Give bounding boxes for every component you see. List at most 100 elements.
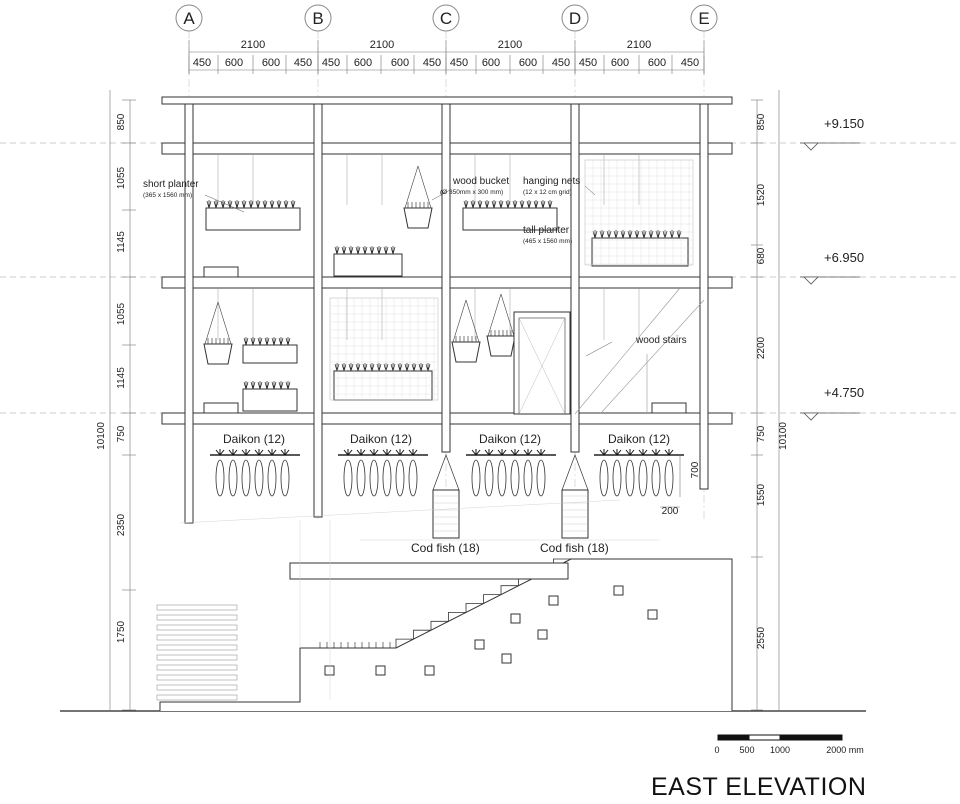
vent-opening <box>613 585 624 596</box>
wood-bucket-2 <box>203 343 233 365</box>
plant-sprout <box>334 363 340 372</box>
plant-sprout <box>241 200 247 209</box>
plant-sprout <box>285 381 291 390</box>
plant-sprout <box>285 337 291 346</box>
bay-span-1: 2100 <box>241 39 265 51</box>
plant-sprout <box>477 200 483 209</box>
daikon <box>651 459 661 497</box>
daikon <box>638 459 648 497</box>
daikon-leaf <box>612 449 622 456</box>
column <box>699 103 709 490</box>
door-frame <box>513 311 571 415</box>
left-dim-3: 1145 <box>116 231 127 253</box>
leader-wood-bucket <box>431 189 451 201</box>
plant-sprout <box>348 246 354 255</box>
daikon <box>664 459 674 497</box>
grid-letter-e: E <box>698 9 709 28</box>
vent-opening <box>647 609 658 620</box>
vent-opening <box>324 665 335 676</box>
wood-bucket-size: (Ø 350mm x 300 mm) <box>440 189 503 196</box>
daikon-leaf <box>651 449 661 456</box>
daikon <box>369 459 379 497</box>
scale-seg-1 <box>717 734 750 741</box>
right-dim-7: 2550 <box>756 626 767 649</box>
sub-dim-d2: 600 <box>611 57 629 69</box>
plant-sprout <box>278 337 284 346</box>
plant-sprout <box>463 200 469 209</box>
right-dim-6: 1550 <box>756 483 767 506</box>
daikon-leaf <box>280 449 290 456</box>
scale-label-2000: 2000 mm <box>826 745 864 755</box>
plant-sprout <box>362 363 368 372</box>
daikon-leaf <box>356 449 366 456</box>
daikon <box>280 459 290 497</box>
daikon-label-3: Daikon (12) <box>479 432 541 446</box>
daikon-label-4: Daikon (12) <box>608 432 670 446</box>
tall-planter-size: (465 x 1560 mm) <box>523 238 572 245</box>
drying-rack-slat <box>156 614 238 621</box>
grid-letter-b: B <box>312 9 323 28</box>
left-dim-8: 1750 <box>116 620 127 643</box>
daikon-leaf <box>625 449 635 456</box>
sub-dim-a4: 450 <box>294 57 312 69</box>
level-4750: +4.750 <box>824 385 864 400</box>
plant-sprout <box>390 246 396 255</box>
vent-opening <box>424 665 435 676</box>
daikon-leaf <box>523 449 533 456</box>
plant-sprout <box>491 200 497 209</box>
tall-planter <box>591 237 689 267</box>
daikon-leaf <box>536 449 546 456</box>
hanging-nets-label: hanging nets <box>523 176 580 187</box>
annotations: short planter (365 x 1560 mm) wood bucke… <box>143 176 701 555</box>
construction-line <box>179 499 621 524</box>
plant-sprout <box>334 246 340 255</box>
daikon-leaf <box>471 449 481 456</box>
bay-span-3: 2100 <box>498 39 522 51</box>
drying-rack-slat <box>156 684 238 691</box>
plant-sprout <box>498 200 504 209</box>
level-triangle <box>803 276 819 285</box>
left-dim-7: 2350 <box>116 513 127 536</box>
stair-step <box>430 620 449 631</box>
daikon <box>382 459 392 497</box>
left-dim-6: 750 <box>116 425 127 442</box>
plant-sprout <box>655 230 661 239</box>
plant-sprout <box>641 230 647 239</box>
plant-sprout <box>369 246 375 255</box>
vent-opening <box>510 613 521 624</box>
scale-label-0: 0 <box>714 745 719 755</box>
scale-label-1000: 1000 <box>770 745 790 755</box>
sub-dim-a3: 600 <box>262 57 280 69</box>
plant-sprout <box>234 200 240 209</box>
short-planter-3 <box>333 253 403 277</box>
grid-letter-d: D <box>569 9 581 28</box>
plant-sprout <box>278 381 284 390</box>
daikon <box>254 459 264 497</box>
plant-sprout <box>269 200 275 209</box>
wood-bucket-4 <box>486 335 516 357</box>
cod-fish-cage <box>561 489 589 539</box>
column <box>441 103 451 453</box>
plant-sprout <box>369 363 375 372</box>
top-dimensions: 2100 2100 2100 2100 450 600 600 450 450 … <box>193 39 699 69</box>
plant-sprout <box>376 363 382 372</box>
plant-sprout <box>425 363 431 372</box>
daikon <box>215 459 225 497</box>
plant-sprout <box>348 363 354 372</box>
stair-step <box>448 612 466 622</box>
plant-sprout <box>264 381 270 390</box>
sub-dim-c1: 450 <box>450 57 468 69</box>
scale-seg-3 <box>779 734 843 741</box>
left-dim-4: 1055 <box>116 302 127 325</box>
grid-letter-c: C <box>440 9 452 28</box>
plant-sprout <box>362 246 368 255</box>
sub-dim-c2: 600 <box>482 57 500 69</box>
level-9150: +9.150 <box>824 116 864 131</box>
scale-label-500: 500 <box>739 745 754 755</box>
leader-short-planter <box>204 194 245 213</box>
sub-dim-b2: 600 <box>354 57 372 69</box>
daikon-leaf <box>382 449 392 456</box>
vent-opening <box>375 665 386 676</box>
stool <box>203 402 239 414</box>
daikon <box>408 459 418 497</box>
